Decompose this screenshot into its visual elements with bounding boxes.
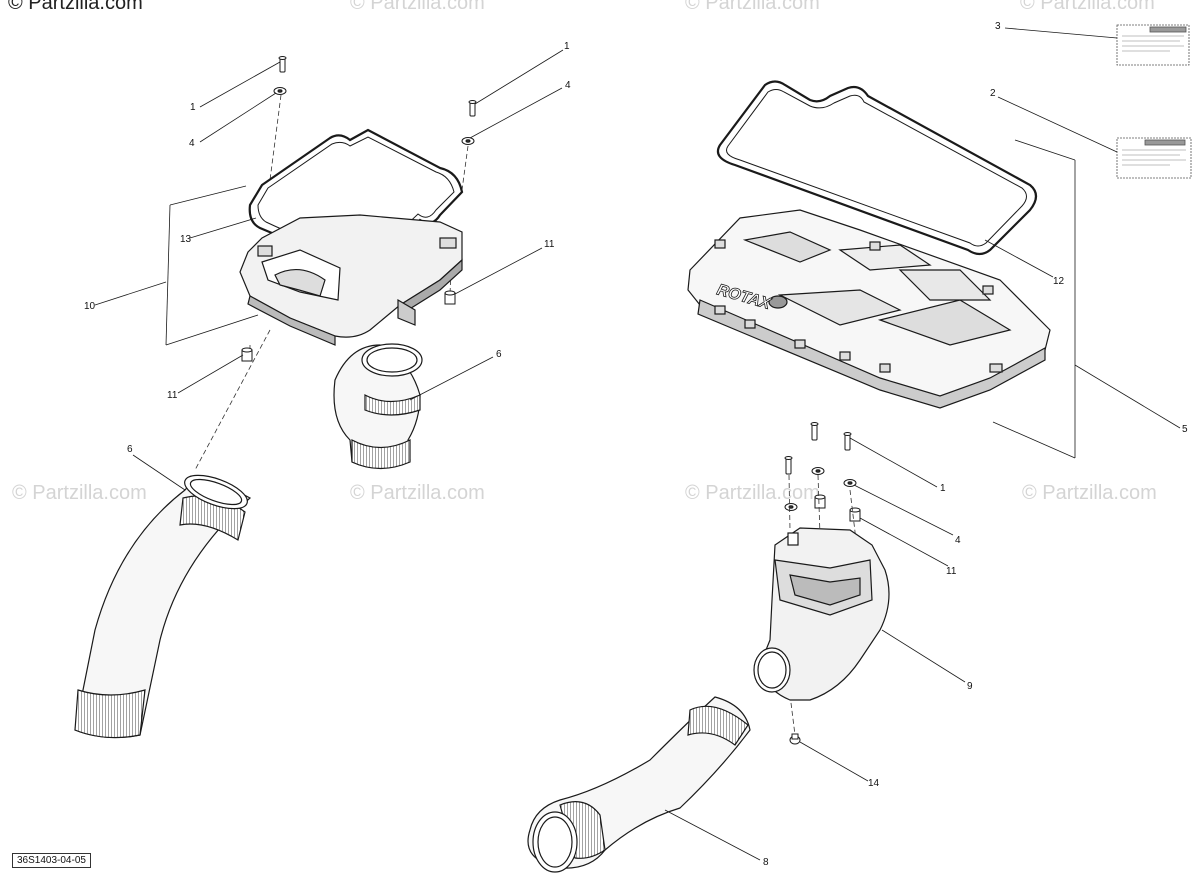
callout-nut-11-left: 11 <box>167 390 178 401</box>
screw-part-1-left <box>278 56 287 73</box>
callout-screw-1: 1 <box>190 102 196 113</box>
plug-part-14 <box>789 733 801 745</box>
screw-part-1-right-c <box>843 432 852 451</box>
watermark-top-4: © Partzilla.com <box>1020 0 1155 14</box>
warning-decal-part-2 <box>1116 137 1192 179</box>
screw-part-1-right-b <box>810 422 819 441</box>
washer-part-4-center <box>461 137 475 145</box>
watermark-primary: © Partzilla.com <box>8 0 143 14</box>
gasket-part-12 <box>716 80 1038 256</box>
callout-decal-2: 2 <box>990 88 996 99</box>
watermark-mid-3: © Partzilla.com <box>685 482 820 504</box>
nut-part-11-upper <box>444 290 456 305</box>
callout-screw-1-center: 1 <box>564 41 570 52</box>
callout-plug-14: 14 <box>868 778 880 789</box>
callout-screw-1-right: 1 <box>940 483 946 494</box>
callout-nut-11-upper: 11 <box>544 239 555 250</box>
air-intake-cover-part-5: ROTAX <box>687 209 1051 409</box>
callout-duct-9: 9 <box>967 681 973 692</box>
callout-base-10: 10 <box>84 301 96 312</box>
callout-gasket-12: 12 <box>1053 276 1065 287</box>
callout-cover-5: 5 <box>1182 424 1188 435</box>
callout-gasket-13: 13 <box>180 234 192 245</box>
callout-short-hose-6: 6 <box>496 349 502 360</box>
callout-hose-8: 8 <box>763 857 769 868</box>
watermark-mid-1: © Partzilla.com <box>12 482 147 504</box>
leader-lines <box>94 27 1181 861</box>
callout-washer-4-center: 4 <box>565 80 571 91</box>
callout-nut-11-right: 11 <box>946 566 957 577</box>
callout-long-hose-6: 6 <box>127 444 133 455</box>
short-hose-part-6 <box>333 343 423 470</box>
nut-part-11-left <box>241 347 253 362</box>
washer-part-4-right <box>784 467 857 511</box>
watermark-top-2: © Partzilla.com <box>350 0 485 14</box>
screw-part-1-center <box>468 100 477 117</box>
callout-washer-4: 4 <box>189 138 195 149</box>
callout-washer-4-right: 4 <box>955 535 961 546</box>
document-number: 36S1403-04-05 <box>12 853 91 868</box>
hose-part-8 <box>527 696 751 873</box>
watermark-mid-4: © Partzilla.com <box>1022 482 1157 504</box>
callout-decal-3: 3 <box>995 21 1001 32</box>
air-intake-duct-part-9 <box>753 527 890 701</box>
washer-part-4-left <box>273 87 287 95</box>
watermark-top-3: © Partzilla.com <box>685 0 820 14</box>
air-intake-base-part-10 <box>239 214 463 346</box>
watermark-mid-2: © Partzilla.com <box>350 482 485 504</box>
warning-decal-part-3 <box>1116 24 1190 66</box>
long-hose-part-6 <box>74 474 252 739</box>
screw-part-1-right-a <box>784 456 793 475</box>
